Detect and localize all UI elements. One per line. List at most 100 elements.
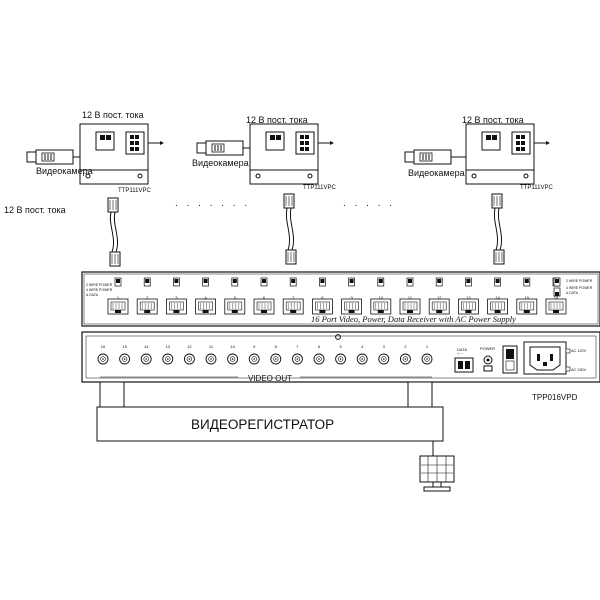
voltage-230-selector	[565, 366, 571, 372]
rj45-port-6[interactable]: 6	[253, 277, 275, 315]
left-power-label: 12 В пост. тока	[4, 205, 66, 215]
camera-1	[26, 149, 80, 165]
bnc-connector-7[interactable]: 7	[291, 344, 303, 365]
ac-120-label: AC 120V	[571, 349, 587, 353]
port-number: 4	[204, 295, 207, 300]
bnc-connector-6[interactable]: 6	[313, 344, 325, 365]
power-label-1: 12 В пост. тока	[82, 110, 144, 120]
model-label: TPP016VPD	[532, 393, 578, 402]
bnc-number: 15	[122, 344, 127, 349]
bnc-number: 2	[404, 344, 407, 349]
port-number: 12	[437, 295, 442, 300]
model-label-1: TTP111VPC	[118, 188, 151, 194]
port-number: 7	[292, 295, 295, 300]
camera-label-1: Видеокамера	[36, 166, 93, 176]
bnc-connector-11[interactable]: 11	[205, 344, 217, 365]
bnc-connector-1[interactable]: 1	[421, 344, 433, 365]
dots-right: . . . . .	[343, 198, 396, 209]
bnc-connector-14[interactable]: 14	[140, 344, 152, 365]
bnc-number: 9	[253, 344, 256, 349]
legend-switch	[553, 277, 561, 297]
legend-right-line3: & DATA	[566, 291, 579, 295]
rj45-port-2[interactable]: 2	[136, 277, 158, 315]
video-out-label: VIDEO OUT	[248, 374, 292, 383]
port-number: 10	[379, 295, 384, 300]
power-switch[interactable]	[502, 345, 518, 374]
bnc-connector-5[interactable]: 5	[335, 344, 347, 365]
camera-2	[196, 140, 250, 156]
bnc-connector-12[interactable]: 12	[183, 344, 195, 365]
legend-left-line3: & DATA	[86, 293, 99, 297]
bnc-number: 1	[426, 344, 429, 349]
model-label-3: TTP111VPC	[520, 185, 553, 191]
rj45-port-11[interactable]: 11	[399, 277, 421, 315]
rj45-port-13[interactable]: 13	[457, 277, 479, 315]
legend-left-line1: 2 WIRE POWER	[86, 283, 113, 287]
bnc-connector-2[interactable]: 2	[399, 344, 411, 365]
bnc-number: 11	[209, 344, 214, 349]
bnc-number: 14	[144, 344, 149, 349]
port-number: 6	[263, 295, 266, 300]
rj45-port-16[interactable]: 16	[545, 277, 567, 315]
bnc-connector-15[interactable]: 15	[119, 344, 131, 365]
bnc-number: 16	[101, 344, 106, 349]
right-support	[407, 381, 433, 408]
legend-right-line1: 2 WIRE POWER	[566, 279, 593, 283]
rj45-port-10[interactable]: 10	[370, 277, 392, 315]
data-label: DATA	[457, 347, 467, 352]
cable-2	[283, 193, 297, 265]
bnc-number: 8	[275, 344, 278, 349]
data-polarity-label: + −	[457, 351, 463, 356]
hub-caption: 16 Port Video, Power, Data Receiver with…	[311, 314, 516, 324]
power-label: POWER	[480, 346, 495, 351]
rj45-port-14[interactable]: 14	[487, 277, 509, 315]
bnc-number: 6	[318, 344, 321, 349]
camera-label-3: Видеокамера	[408, 168, 465, 178]
bnc-number: 12	[187, 344, 192, 349]
bnc-row: 16 15 14 13 12 11 10 9 8 7 6 5 4 3 2 1	[97, 344, 433, 365]
bnc-number: 7	[296, 344, 299, 349]
cable-1	[107, 197, 121, 267]
rj45-port-12[interactable]: 12	[428, 277, 450, 315]
bnc-number: 10	[230, 344, 235, 349]
bnc-connector-3[interactable]: 3	[378, 344, 390, 365]
indicator-led	[335, 334, 341, 340]
rj45-port-7[interactable]: 7	[282, 277, 304, 315]
ac-inlet	[523, 341, 567, 375]
bnc-number: 3	[383, 344, 386, 349]
data-terminal: DATA + −	[454, 347, 474, 373]
port-number: 2	[146, 295, 149, 300]
legend-left-line2: 4 WIRE POWER	[86, 288, 113, 292]
port-number: 16	[554, 295, 559, 300]
port-number: 15	[525, 295, 530, 300]
bnc-number: 4	[361, 344, 364, 349]
transceiver-3	[465, 123, 550, 185]
power-jack: POWER	[480, 346, 495, 372]
bnc-connector-4[interactable]: 4	[356, 344, 368, 365]
transceiver-2	[249, 123, 334, 185]
model-label-2: TTP111VPC	[303, 185, 336, 191]
bnc-connector-16[interactable]: 16	[97, 344, 109, 365]
transceiver-1	[79, 123, 164, 185]
bnc-connector-9[interactable]: 9	[248, 344, 260, 365]
dots-left: . . . . . . .	[175, 198, 251, 209]
rj45-port-1[interactable]: 1	[107, 277, 129, 315]
rj45-port-15[interactable]: 15	[516, 277, 538, 315]
port-number: 1	[117, 295, 120, 300]
ac-230-label: AC 230V	[571, 368, 587, 372]
bnc-connector-10[interactable]: 10	[227, 344, 239, 365]
camera-label-2: Видеокамера	[192, 158, 249, 168]
rj45-port-9[interactable]: 9	[341, 277, 363, 315]
left-support	[99, 381, 125, 408]
rj45-port-5[interactable]: 5	[224, 277, 246, 315]
rj45-port-8[interactable]: 8	[311, 277, 333, 315]
legend-right-line2: 4 WIRE POWER	[566, 286, 593, 290]
rj45-port-4[interactable]: 4	[195, 277, 217, 315]
rj45-port-3[interactable]: 3	[165, 277, 187, 315]
port-number: 13	[466, 295, 471, 300]
bnc-connector-8[interactable]: 8	[270, 344, 282, 365]
cable-3	[491, 193, 505, 265]
bnc-connector-13[interactable]: 13	[162, 344, 174, 365]
